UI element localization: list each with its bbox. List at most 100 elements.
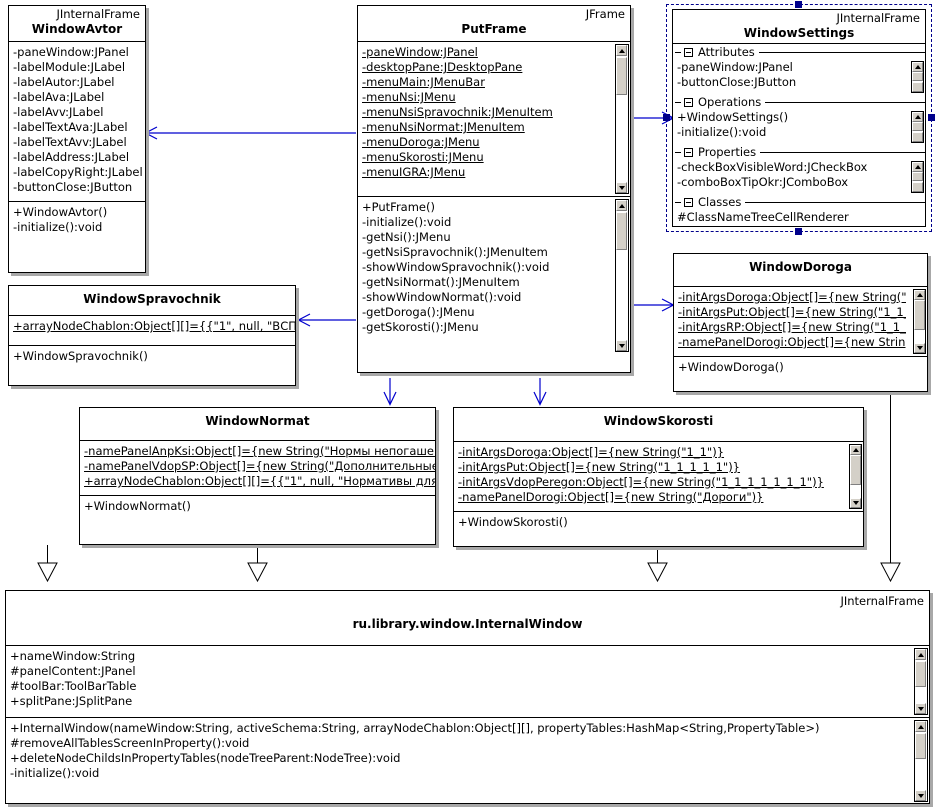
attribute-item: -initArgsDoroga:Object[]={new String("1_… [678,290,906,304]
scroll-down-arrow-icon[interactable] [912,132,923,142]
section-header-operations[interactable]: Operations [673,94,925,110]
scroll-thumb[interactable] [616,57,627,95]
scroll-thumb[interactable] [912,172,923,181]
section-header-classes[interactable]: Classes [673,194,925,210]
scroll-up-arrow-icon[interactable] [912,162,923,172]
selection-handle-bottom[interactable] [795,228,802,235]
class-box-window-spravochnik[interactable]: WindowSpravochnik +arrayNodeChablon:Obje… [8,285,296,386]
operations-scrollbar[interactable] [914,720,928,802]
selection-handle-right[interactable] [928,114,935,121]
scroll-down-arrow-icon[interactable] [912,82,923,92]
scroll-down-arrow-icon[interactable] [616,340,627,351]
attributes-compartment: -paneWindow:JPanel -labelModule:JLabel -… [9,42,145,202]
attributes-scrollbar[interactable] [849,444,862,509]
operation-item: -showWindowNormat():void [362,290,522,304]
collapse-minus-icon[interactable] [684,197,693,207]
attribute-item: -menuNsiNormat:JMenuItem [362,120,525,134]
scroll-thumb[interactable] [912,122,923,131]
scroll-up-arrow-icon[interactable] [914,290,925,300]
operations-scrollbar[interactable] [615,199,629,352]
collapse-minus-icon[interactable] [684,147,693,157]
section-scrollbar[interactable] [911,111,924,143]
class-name: WindowSpravochnik [83,292,221,306]
class-name: WindowAvtor [31,22,123,36]
section-rule-left [675,101,681,103]
attribute-item: -paneWindow:JPanel [13,45,129,59]
scroll-down-arrow-icon[interactable] [915,790,926,801]
scroll-up-arrow-icon[interactable] [912,112,923,122]
class-box-window-doroga[interactable]: WindowDoroga -initArgsDoroga:Object[]={n… [673,253,928,392]
class-box-window-avtor[interactable]: JInternalFrame WindowAvtor -paneWindow:J… [8,5,146,273]
attribute-item: -menuNsiSpravochnik:JMenuItem [362,105,553,119]
attribute-item: -menuMain:JMenuBar [362,75,485,89]
attribute-item: -menuSkorosti:JMenu [362,150,484,164]
attribute-item: -menuIGRA:JMenu [362,165,466,179]
class-name: WindowDoroga [749,260,852,274]
attributes-compartment: -namePanelAnpKsi:Object[]={new String("Н… [80,441,435,496]
section-body-operations: +WindowSettings() -initialize():void [673,110,925,144]
property-item: -comboBoxTipOkr:JComboBox [677,175,849,189]
collapse-minus-icon[interactable] [684,97,693,107]
attribute-item: -initArgsDoroga:Object[]={new String("1_… [458,445,725,459]
section-header-properties[interactable]: Properties [673,144,925,160]
scroll-thumb[interactable] [914,300,925,330]
class-header: JFrame PutFrame [358,6,630,42]
scroll-up-arrow-icon[interactable] [616,45,627,56]
scroll-thumb[interactable] [912,72,923,81]
section-header-attributes[interactable]: Attributes [673,44,925,60]
class-box-internal-window[interactable]: JInternalFrame ru.library.window.Interna… [5,590,930,804]
scroll-up-arrow-icon[interactable] [915,649,926,660]
attribute-item: -labelAutor:JLabel [13,75,115,89]
class-box-put-frame[interactable]: JFrame PutFrame -paneWindow:JPanel -desk… [357,5,631,373]
operation-item: -initialize():void [13,220,103,234]
class-header: WindowNormat [80,408,435,441]
attributes-compartment: +arrayNodeChablon:Object[][]={{"1", null… [9,316,295,346]
class-stereotype: JInternalFrame [836,11,920,25]
class-header: WindowDoroga [674,254,927,287]
section-body-attributes: -paneWindow:JPanel -buttonClose:JButton [673,60,925,94]
scroll-up-arrow-icon[interactable] [616,200,627,211]
class-header: WindowSpravochnik [9,286,295,316]
class-stereotype: JInternalFrame [56,7,140,21]
attributes-compartment: +nameWindow:String #panelContent:JPanel … [6,646,929,718]
scroll-up-arrow-icon[interactable] [912,62,923,72]
scroll-thumb[interactable] [850,455,861,485]
operation-item: -getDoroga():JMenu [362,305,475,319]
scroll-up-arrow-icon[interactable] [850,445,861,455]
class-box-window-settings[interactable]: JInternalFrame WindowSettings Attributes… [672,9,926,227]
class-box-window-normat[interactable]: WindowNormat -namePanelAnpKsi:Object[]={… [79,407,436,545]
attributes-scrollbar[interactable] [913,289,926,354]
operation-item: -initialize():void [10,766,100,780]
attribute-item: +arrayNodeChablon:Object[][]={{"1", null… [84,474,435,488]
attribute-item: -namePanelAnpKsi:Object[]={new String("Н… [84,444,435,458]
attribute-item: -initArgsRP:Object[]={new String("1_1_2_… [678,320,906,334]
class-box-window-skorosti[interactable]: WindowSkorosti -initArgsDoroga:Object[]=… [453,407,864,547]
operation-item: -initialize():void [677,125,767,139]
section-scrollbar[interactable] [911,161,924,193]
scroll-thumb[interactable] [915,661,926,687]
attribute-item: -paneWindow:JPanel [677,60,793,74]
selection-handle-left[interactable] [663,114,670,121]
operation-item: -getNsiNormat():JMenuItem [362,275,520,289]
attribute-item: -buttonClose:JButton [13,180,133,194]
class-header: JInternalFrame WindowAvtor [9,6,145,42]
scroll-up-arrow-icon[interactable] [915,721,926,732]
scroll-down-arrow-icon[interactable] [616,182,627,193]
collapse-minus-icon[interactable] [684,47,693,57]
selection-handle-top[interactable] [795,1,802,8]
class-name: WindowNormat [205,414,310,428]
operation-item: +WindowSkorosti() [458,515,568,529]
scroll-down-arrow-icon[interactable] [915,703,926,714]
class-stereotype: JFrame [585,7,625,21]
section-scrollbar[interactable] [911,61,924,93]
scroll-thumb[interactable] [616,212,627,250]
attributes-scrollbar[interactable] [615,44,629,194]
attributes-scrollbar[interactable] [914,648,928,715]
scroll-thumb[interactable] [915,733,926,759]
attributes-compartment: -paneWindow:JPanel -desktopPane:JDesktop… [358,42,630,197]
scroll-down-arrow-icon[interactable] [914,343,925,353]
section-title: Properties [698,145,757,159]
scroll-down-arrow-icon[interactable] [912,182,923,192]
scroll-down-arrow-icon[interactable] [850,498,861,508]
